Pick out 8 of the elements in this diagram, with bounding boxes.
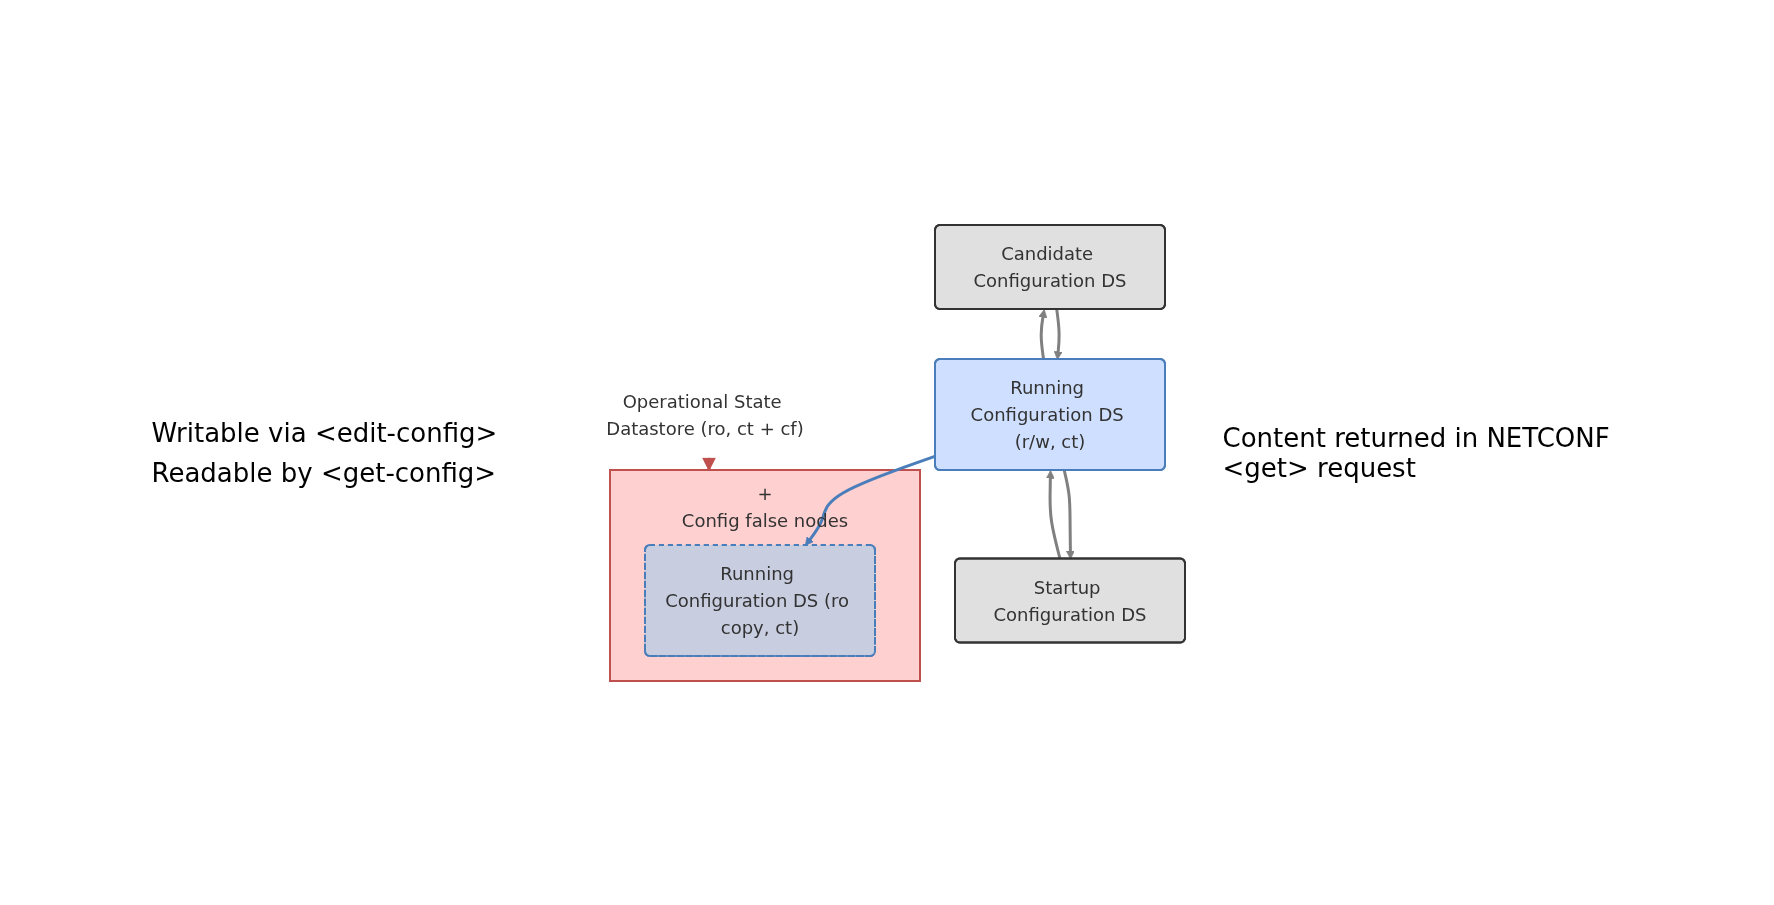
note-text: Readable by <get-config>: [151, 457, 498, 488]
arrow: [1045, 469, 1062, 559]
arrow: [1062, 469, 1075, 559]
note-text: Writable via <edit-config>: [151, 417, 499, 448]
arrow: [1053, 308, 1063, 360]
node-text: Operational State Datastore (ro, ct + cf): [605, 390, 804, 438]
arrow: [1038, 308, 1047, 360]
note-text: Content returned in NETCONF <get> request: [1222, 422, 1611, 483]
